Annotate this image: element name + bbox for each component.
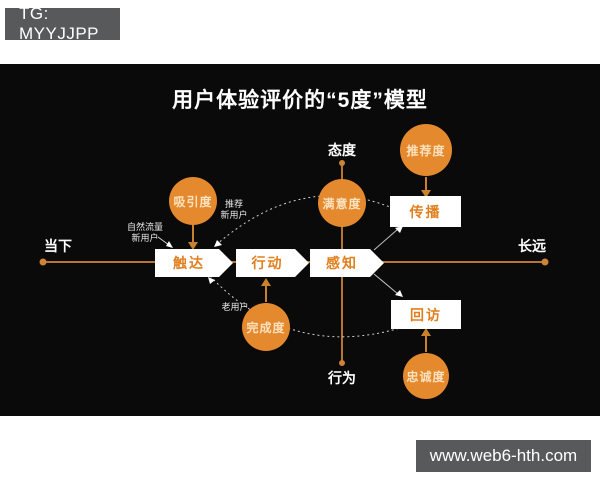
- arrowhead-revisit-to-touch: [208, 277, 215, 284]
- arrowhead-perceive-spread: [395, 226, 403, 233]
- connector-perceive-spread: [373, 228, 399, 251]
- arrowhead-attraction-touch: [188, 242, 198, 250]
- stage-touch: 触达: [155, 249, 233, 277]
- top-watermark-text: TG: MYYJJPP: [19, 4, 100, 43]
- metric-label-loyalty: 忠诚度: [406, 369, 446, 384]
- metric-label-recommendation: 推荐度: [406, 143, 446, 158]
- label-recommend-line2: 新用户: [220, 210, 248, 220]
- axis-label-now: 当下: [44, 238, 72, 254]
- label-recommend-users: 推荐 新用户: [212, 199, 256, 221]
- metric-circle-completion: 完成度: [242, 303, 290, 351]
- stage-perceive: 感知: [310, 249, 384, 277]
- top-watermark-badge: TG: MYYJJPP: [5, 4, 120, 43]
- bottom-watermark-badge: www.web6-hth.com: [416, 440, 591, 472]
- arrowhead-natural-traffic: [166, 241, 173, 248]
- loop-spread-to-touch: [215, 195, 391, 246]
- metric-circle-attraction: 吸引度: [169, 177, 217, 225]
- diagram-panel: [0, 64, 600, 416]
- axis-dot-bottom: [339, 360, 345, 366]
- axis-dot-left: [39, 258, 47, 266]
- arrowhead-spread-to-touch: [214, 240, 222, 247]
- arrowhead-perceive-revisit: [395, 290, 403, 297]
- label-natural-traffic: 自然流量 新用户: [120, 222, 170, 244]
- action-box-spread: 传播: [390, 196, 461, 227]
- metric-label-attraction: 吸引度: [173, 194, 213, 209]
- stage-perceive-label: 感知: [326, 255, 358, 271]
- metric-label-completion: 完成度: [246, 320, 286, 335]
- axis-label-attitude: 态度: [328, 142, 356, 158]
- axis-label-longterm: 长远: [518, 238, 546, 254]
- axis-label-behavior: 行为: [328, 370, 356, 386]
- bottom-watermark-text: www.web6-hth.com: [429, 446, 578, 465]
- arrowhead-completion-action: [261, 278, 271, 286]
- label-natural-traffic-line1: 自然流量: [126, 222, 163, 232]
- arrowhead-recommendation-spread: [421, 190, 431, 198]
- metric-circle-recommendation: 推荐度: [400, 124, 452, 176]
- metric-label-satisfaction: 满意度: [322, 196, 362, 211]
- metric-circle-loyalty: 忠诚度: [403, 353, 449, 399]
- loop-revisit-to-touch: [209, 275, 401, 338]
- stage-action-label: 行动: [251, 255, 284, 271]
- action-label-spread: 传播: [409, 203, 442, 220]
- arrowhead-loyalty-revisit: [421, 328, 431, 336]
- connector-natural-traffic: [157, 236, 170, 246]
- axis-dot-right: [541, 258, 549, 266]
- stage-touch-label: 触达: [173, 255, 205, 271]
- action-label-revisit: 回访: [410, 306, 442, 323]
- label-old-users: 老用户: [221, 302, 249, 312]
- action-box-revisit: 回访: [391, 300, 461, 329]
- connector-perceive-revisit: [373, 273, 399, 295]
- stage-action: 行动: [236, 249, 309, 277]
- label-recommend-line1: 推荐: [224, 199, 243, 209]
- axis-dot-top: [339, 160, 345, 166]
- label-natural-traffic-line2: 新用户: [131, 233, 159, 243]
- diagram-title: 用户体验评价的“5度”模型: [172, 89, 428, 112]
- metric-circle-satisfaction: 满意度: [318, 179, 366, 227]
